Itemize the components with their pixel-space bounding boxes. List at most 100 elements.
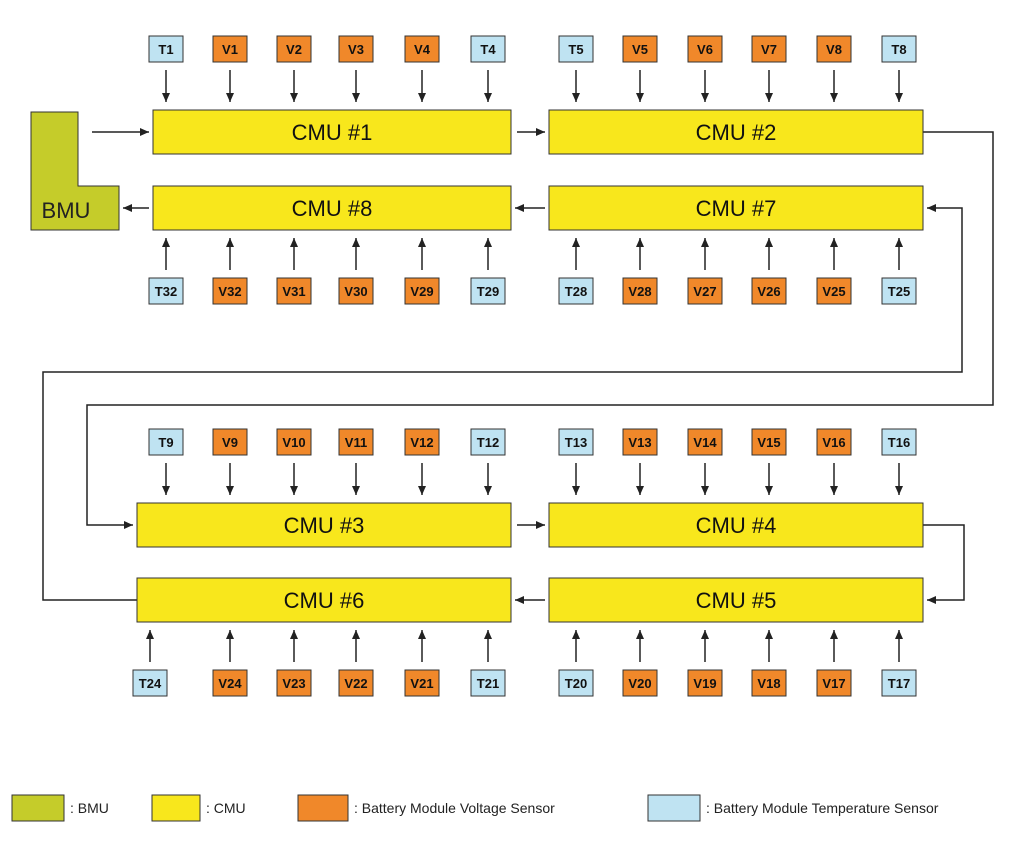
voltage-sensor-v15: [751, 428, 787, 456]
temperature-sensor-t24: [132, 669, 168, 697]
voltage-sensor-v3: [338, 35, 374, 63]
legend-swatch-voltage-sensor: [297, 794, 349, 822]
temperature-sensor-t25: [881, 277, 917, 305]
sensor-label-v20: V20: [628, 676, 651, 691]
sensor-label-v18: V18: [757, 676, 780, 691]
temperature-sensor-t17: [881, 669, 917, 697]
temperature-sensor-t32: [148, 277, 184, 305]
legend-label-temperature-sensor: : Battery Module Temperature Sensor: [706, 800, 939, 816]
sensor-label-v19: V19: [693, 676, 716, 691]
sensor-label-v22: V22: [344, 676, 367, 691]
legend: : BMU : CMU : Battery Module Voltage Senso…: [11, 794, 939, 822]
legend-label-bmu: : BMU: [70, 800, 109, 816]
voltage-sensor-v19: [687, 669, 723, 697]
voltage-sensor-v25: [816, 277, 852, 305]
temperature-sensor-t16: [881, 428, 917, 456]
voltage-sensor-v24: [212, 669, 248, 697]
sensor-label-t25: T25: [888, 284, 910, 299]
sensor-label-v23: V23: [282, 676, 305, 691]
sensor-label-t16: T16: [888, 435, 910, 450]
sensor-label-v16: V16: [822, 435, 845, 450]
voltage-sensor-v23: [276, 669, 312, 697]
sensor-label-t12: T12: [477, 435, 499, 450]
voltage-sensor-v6: [687, 35, 723, 63]
cmu-1-label: CMU #1: [292, 120, 373, 145]
sensor-label-v30: V30: [344, 284, 367, 299]
temperature-sensor-t1: [148, 35, 184, 63]
cmu-5-label: CMU #5: [696, 588, 777, 613]
sensor-label-v26: V26: [757, 284, 780, 299]
sensor-label-v2: V2: [286, 42, 302, 57]
voltage-sensor-v8: [816, 35, 852, 63]
temperature-sensor-t4: [470, 35, 506, 63]
sensor-arrows: [146, 70, 903, 662]
voltage-sensor-v12: [404, 428, 440, 456]
sensor-label-t32: T32: [155, 284, 177, 299]
voltage-sensor-v27: [687, 277, 723, 305]
voltage-sensor-v20: [622, 669, 658, 697]
voltage-sensor-v1: [212, 35, 248, 63]
legend-label-cmu: : CMU: [206, 800, 246, 816]
bmu-block: BMU: [30, 111, 120, 231]
sensor-label-v14: V14: [693, 435, 717, 450]
voltage-sensor-v10: [276, 428, 312, 456]
voltage-sensor-v30: [338, 277, 374, 305]
temperature-sensor-t20: [558, 669, 594, 697]
voltage-sensor-v21: [404, 669, 440, 697]
temperature-sensor-t29: [470, 277, 506, 305]
temperature-sensor-t5: [558, 35, 594, 63]
sensor-label-v3: V3: [348, 42, 364, 57]
sensor-label-v24: V24: [218, 676, 242, 691]
sensor-label-v32: V32: [218, 284, 241, 299]
sensor-label-v8: V8: [826, 42, 842, 57]
cmu-2-box: [548, 109, 924, 155]
cmu-7-label: CMU #7: [696, 196, 777, 221]
cmu-8-box: [152, 185, 512, 231]
cmu-4-box: [548, 502, 924, 548]
cmu-2-label: CMU #2: [696, 120, 777, 145]
sensor-label-v6: V6: [697, 42, 713, 57]
sensor-label-v5: V5: [632, 42, 648, 57]
voltage-sensor-v17: [816, 669, 852, 697]
cmu-5-box: [548, 577, 924, 623]
arrow-cmu4-to-cmu5: [923, 524, 965, 604]
legend-swatch-temperature-sensor: [647, 794, 701, 822]
sensor-label-t8: T8: [891, 42, 906, 57]
voltage-sensor-v5: [622, 35, 658, 63]
legend-swatch-bmu: [11, 794, 65, 822]
sensor-label-v9: V9: [222, 435, 238, 450]
cmu-8-label: CMU #8: [292, 196, 373, 221]
arrow-cmu6-to-cmu7: [42, 204, 963, 601]
voltage-sensor-v13: [622, 428, 658, 456]
sensor-label-v25: V25: [822, 284, 845, 299]
voltage-sensor-v18: [751, 669, 787, 697]
voltage-sensor-v26: [751, 277, 787, 305]
voltage-sensor-v7: [751, 35, 787, 63]
connection-lines: [42, 128, 994, 604]
sensor-label-v12: V12: [410, 435, 433, 450]
arrow-cmu2-to-cmu3: [86, 131, 994, 529]
temperature-sensor-t12: [470, 428, 506, 456]
sensor-label-v11: V11: [345, 435, 367, 450]
bmu-box: [30, 111, 120, 231]
sensor-label-v29: V29: [410, 284, 433, 299]
cmu-6-label: CMU #6: [284, 588, 365, 613]
legend-label-voltage-sensor: : Battery Module Voltage Sensor: [354, 800, 555, 816]
sensor-label-t1: T1: [158, 42, 173, 57]
sensor-label-v10: V10: [282, 435, 305, 450]
voltage-sensor-v22: [338, 669, 374, 697]
sensor-label-v4: V4: [414, 42, 431, 57]
voltage-sensor-v2: [276, 35, 312, 63]
sensor-label-t28: T28: [565, 284, 587, 299]
temperature-sensor-t21: [470, 669, 506, 697]
sensor-label-t4: T4: [480, 42, 496, 57]
sensor-label-t17: T17: [888, 676, 910, 691]
sensor-label-t20: T20: [565, 676, 587, 691]
legend-swatch-cmu: [151, 794, 201, 822]
voltage-sensor-v9: [212, 428, 248, 456]
sensor-label-v21: V21: [410, 676, 433, 691]
sensor-label-t29: T29: [477, 284, 499, 299]
